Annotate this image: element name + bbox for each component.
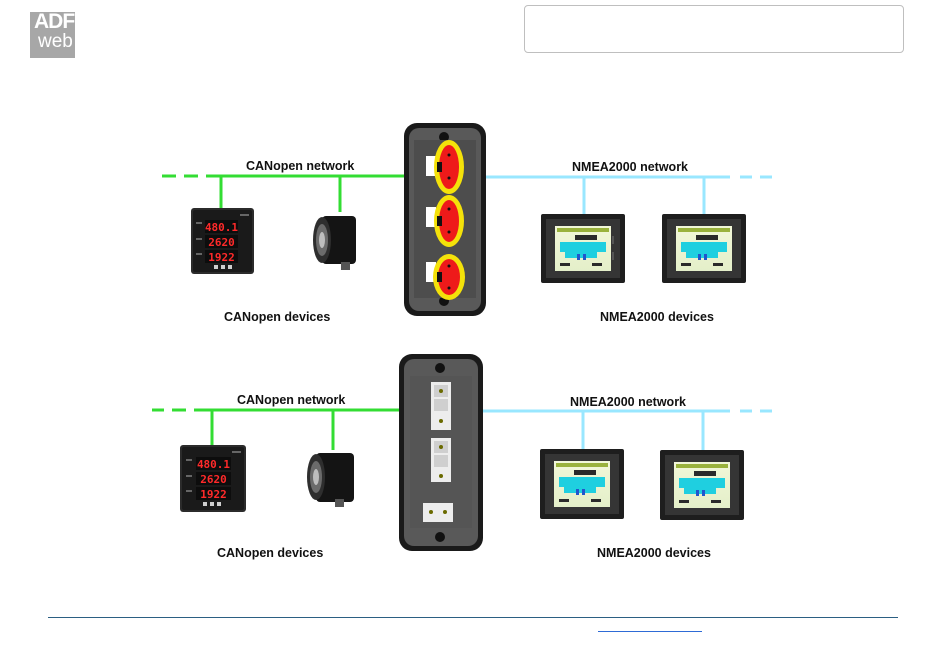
nmea-bus-2: [482, 411, 772, 451]
hmi-panel-device-3: [540, 449, 624, 519]
hmi-panel-device-2: [662, 214, 746, 283]
canopen-network-label: CANopen network: [246, 159, 354, 173]
diagram-2: 480.1 2620 1922: [152, 354, 772, 551]
meter-reading-3: 1922: [200, 488, 227, 501]
power-meter-device-1: 480.1 2620 1922: [191, 208, 254, 274]
canopen-devices-label: CANopen devices: [224, 310, 330, 324]
nmea2000-devices-label: NMEA2000 devices: [600, 310, 714, 324]
gateway-device-2: [399, 354, 483, 551]
canopen-bus-1: [162, 176, 404, 212]
hmi-panel-device-1: [541, 214, 625, 283]
gateway-device-1: [404, 123, 486, 316]
diagram-1: 480.1 2620 1922: [162, 123, 772, 316]
footer-rule: [48, 617, 898, 618]
footer-link-underline[interactable]: [598, 631, 702, 632]
canopen-devices-label: CANopen devices: [217, 546, 323, 560]
encoder-device-1: [313, 216, 356, 270]
encoder-device-2: [307, 453, 354, 507]
meter-reading-3: 1922: [208, 251, 235, 264]
meter-reading-2: 2620: [200, 473, 227, 486]
power-meter-device-2: 480.1 2620 1922: [180, 445, 246, 512]
meter-reading-1: 480.1: [205, 221, 238, 234]
nmea2000-network-label: NMEA2000 network: [572, 160, 688, 174]
hmi-panel-device-4: [660, 450, 744, 520]
canopen-network-label: CANopen network: [237, 393, 345, 407]
nmea-bus-1: [486, 177, 772, 214]
canopen-bus-2: [152, 410, 400, 450]
nmea2000-network-label: NMEA2000 network: [570, 395, 686, 409]
meter-reading-2: 2620: [208, 236, 235, 249]
nmea2000-devices-label: NMEA2000 devices: [597, 546, 711, 560]
meter-reading-1: 480.1: [197, 458, 230, 471]
